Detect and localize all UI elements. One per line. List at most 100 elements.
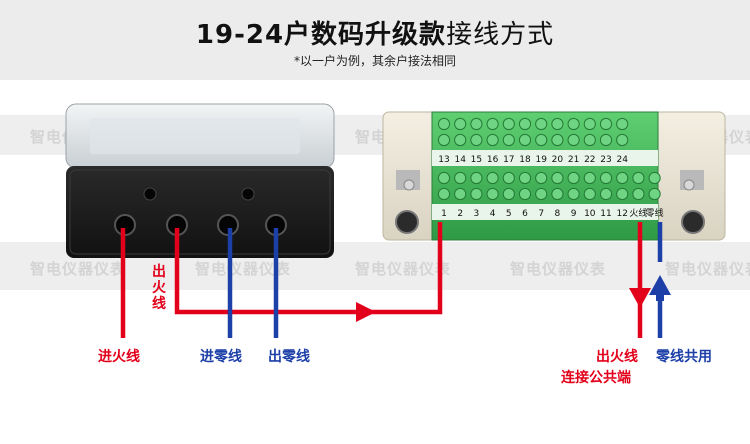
terminal-screw [648, 171, 661, 185]
terminal-screw [437, 117, 451, 131]
terminal-number-label: 2 [457, 209, 463, 219]
terminal-screw [567, 117, 580, 131]
label-in-live: 进火线 [98, 349, 140, 365]
terminal-number-label: 20 [552, 155, 564, 165]
terminal-number-label: 13 [438, 155, 449, 165]
label-common-neutral: 零线共用 [656, 349, 712, 365]
terminal-screw [616, 133, 629, 147]
terminal-number-label: 6 [522, 209, 528, 219]
terminal-number-label: 22 [584, 155, 595, 165]
terminal-number-label: 9 [571, 209, 577, 219]
terminal-screw [567, 133, 580, 147]
terminal-number-label: 12 [616, 209, 627, 219]
terminal-screw [486, 171, 499, 185]
terminal-screw [616, 187, 629, 201]
terminal-screw [599, 133, 613, 147]
terminal-number-label: 8 [555, 209, 561, 219]
terminal-screw [470, 117, 483, 131]
label-out-neutral: 出零线 [268, 349, 310, 365]
watermark-text: 智电仪器仪表 [30, 260, 127, 278]
terminal-screw [518, 117, 532, 131]
wire-out-live [174, 222, 443, 315]
terminal-screw [567, 171, 580, 185]
page-subtitle: *以一户为例，其余户接法相同 [293, 54, 456, 68]
terminal-screw [551, 117, 564, 131]
label-in-neutral: 进零线 [200, 349, 242, 365]
terminal-number-label: 4 [490, 209, 496, 219]
terminal-screw [551, 171, 564, 185]
terminal-number-label: 火线 [629, 207, 647, 219]
terminal-number-label: 19 [535, 155, 547, 165]
terminal-screw [648, 187, 661, 201]
energy-meter [65, 103, 335, 258]
arrow-down-icon [629, 288, 651, 308]
arrow-right-icon [356, 302, 376, 322]
terminal-number-label: 21 [568, 155, 579, 165]
terminal-screw [437, 171, 451, 185]
terminal-number-label: 1 [441, 209, 447, 219]
terminal-screw [535, 187, 548, 201]
terminal-screw [583, 117, 596, 131]
terminal-screw [567, 187, 580, 201]
terminal-screw [583, 133, 596, 147]
terminal-number-label: 16 [487, 155, 499, 165]
terminal-screw [502, 117, 515, 131]
terminal-screw [470, 171, 483, 185]
terminal-number-label: 3 [474, 209, 480, 219]
terminal-screw [454, 133, 467, 147]
terminal-screw [535, 117, 548, 131]
terminal-screw [599, 171, 613, 185]
terminal-screw [535, 171, 548, 185]
watermark-text: 智电仪器仪表 [665, 260, 750, 278]
terminal-screw [486, 187, 499, 201]
terminal-screw [518, 133, 532, 147]
terminal-screw [599, 117, 613, 131]
watermark-text: 智电仪器仪表 [510, 260, 607, 278]
terminal-number-label: 10 [584, 209, 596, 219]
terminal-screw [583, 187, 596, 201]
terminal-screw [502, 187, 515, 201]
terminal-screw [502, 133, 515, 147]
terminal-number-label: 11 [600, 209, 611, 219]
terminal-screw [616, 117, 629, 131]
terminal-screw [470, 187, 483, 201]
terminal-screws [437, 117, 661, 201]
arrow-up-icon [649, 275, 671, 295]
terminal-screw [551, 187, 564, 201]
terminal-screw [454, 187, 467, 201]
terminal-screw [551, 133, 564, 147]
terminal-screw [454, 171, 467, 185]
title-light: 接线方式 [446, 20, 555, 50]
terminal-screw [518, 187, 532, 201]
terminal-number-label: 17 [503, 155, 514, 165]
page-title: 19-24户数码升级款接线方式 [0, 14, 750, 51]
terminal-screw [583, 171, 596, 185]
terminal-screw [437, 133, 451, 147]
terminal-screw [502, 171, 515, 185]
wires [120, 222, 663, 338]
watermark-text: 智电仪器仪表 [355, 260, 452, 278]
watermark-text: 智电仪器仪表 [195, 260, 292, 278]
label-common-live-1: 出火线 [596, 349, 638, 365]
terminal-number-label: 24 [616, 155, 628, 165]
terminal-screw [616, 171, 629, 185]
terminal-number-label: 15 [471, 155, 482, 165]
terminal-screw [437, 187, 451, 201]
label-out-live: 出火线 [152, 264, 166, 312]
terminal-screw [486, 133, 499, 147]
terminal-screw [535, 133, 548, 147]
header-bar [0, 0, 750, 80]
terminal-screw [632, 187, 645, 201]
terminal-screw [518, 171, 532, 185]
terminal-number-label: 7 [538, 209, 544, 219]
terminal-screw [599, 187, 613, 201]
terminal-screw [632, 171, 645, 185]
terminal-number-label: 5 [506, 209, 512, 219]
terminal-screw [486, 117, 499, 131]
terminal-number-label: 零线 [646, 207, 664, 219]
terminal-number-label: 23 [600, 155, 611, 165]
terminal-number-label: 14 [454, 155, 466, 165]
title-bold: 19-24户数码升级款 [195, 20, 447, 50]
label-common-live-2: 连接公共端 [561, 370, 631, 386]
